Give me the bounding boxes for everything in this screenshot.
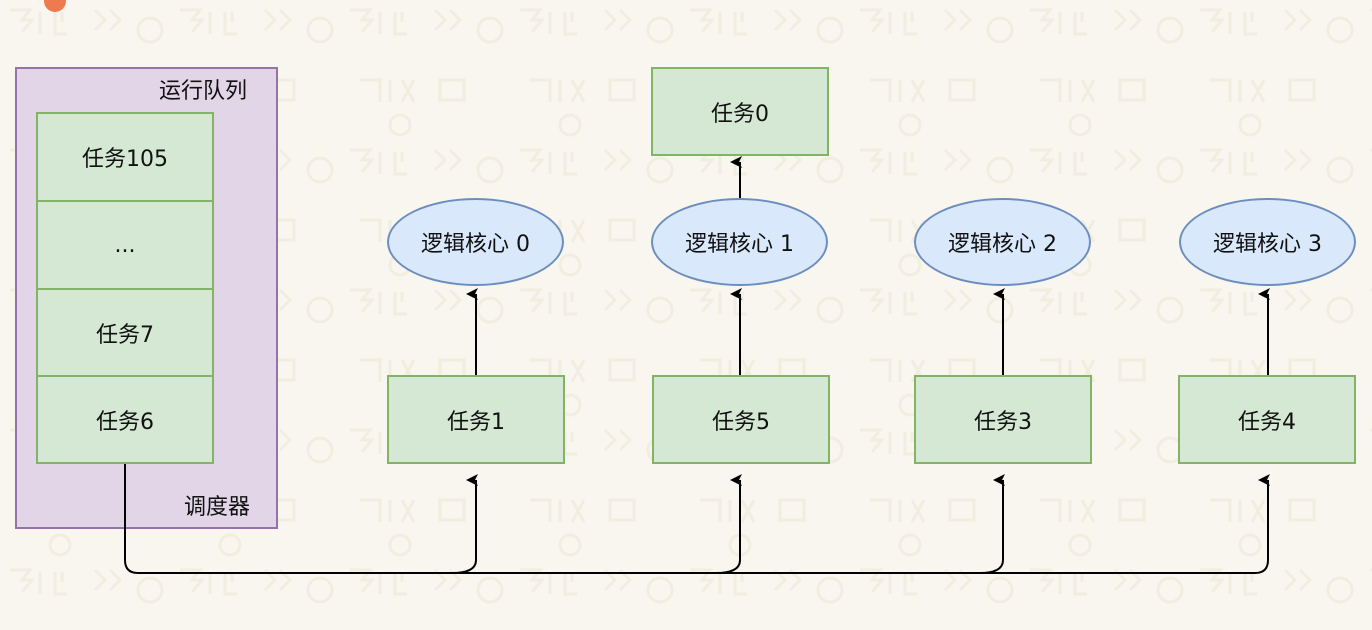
task-1: 任务1 xyxy=(387,375,565,464)
queue-item-task-7: 任务7 xyxy=(36,288,214,378)
dispatch-branch-task-1 xyxy=(451,474,478,574)
dispatch-connector xyxy=(124,464,1270,574)
queue-item-task-105: 任务105 xyxy=(36,112,214,202)
task-4: 任务4 xyxy=(1178,375,1356,464)
scheduler-label: 调度器 xyxy=(184,495,251,520)
dispatch-branch-task-5 xyxy=(715,474,742,574)
run-queue-label: 运行队列 xyxy=(159,79,248,104)
task-3: 任务3 xyxy=(914,375,1092,464)
logical-core-3: 逻辑核心 3 xyxy=(1179,198,1356,286)
corner-decoration-dot xyxy=(44,0,66,12)
logical-core-1: 逻辑核心 1 xyxy=(651,198,828,286)
queue-item-task-6: 任务6 xyxy=(36,375,214,464)
logical-core-2: 逻辑核心 2 xyxy=(914,198,1091,286)
task-5: 任务5 xyxy=(652,375,830,464)
logical-core-0: 逻辑核心 0 xyxy=(387,198,564,286)
dispatch-branch-task-3 xyxy=(979,474,1005,574)
running-task-0: 任务0 xyxy=(651,67,829,156)
